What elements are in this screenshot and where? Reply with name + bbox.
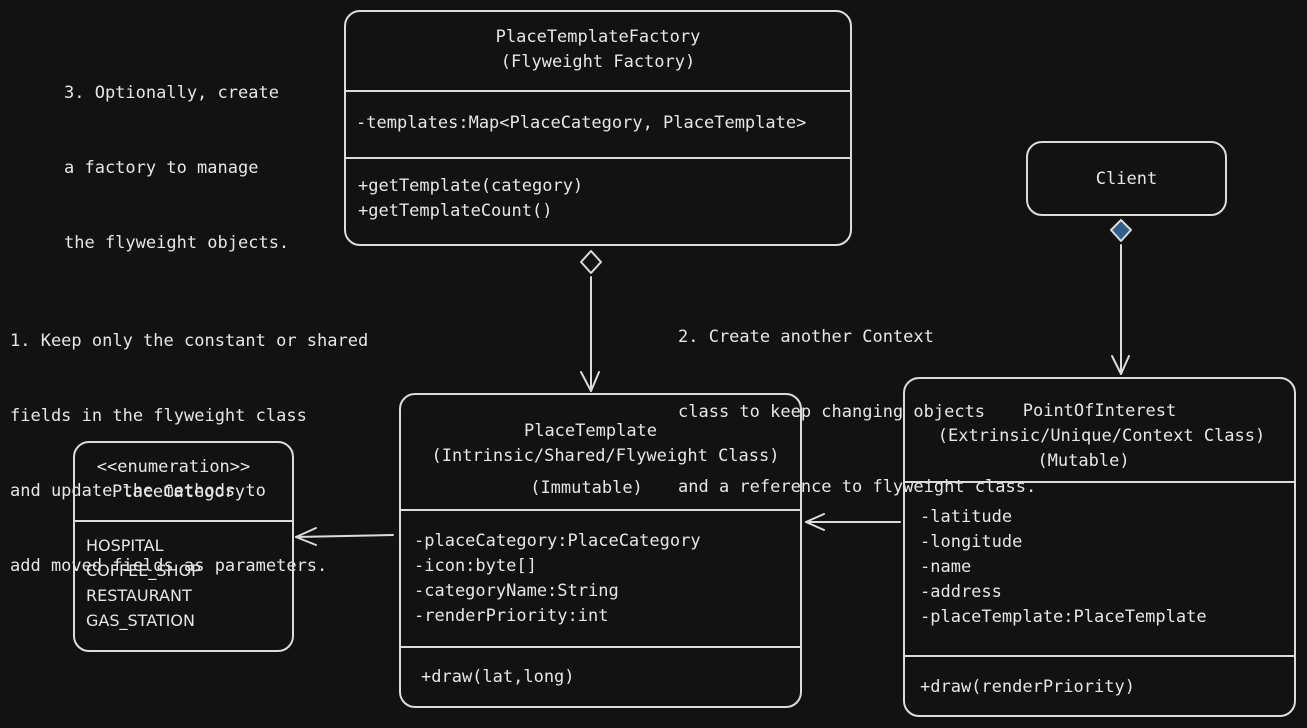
template-separator-1 — [401, 509, 800, 511]
note-line: 1. Keep only the constant or shared — [10, 331, 369, 351]
poi-attribute: -name — [920, 557, 972, 577]
note-line: 2. Create another Context — [678, 327, 934, 347]
category-stereotype: <<enumeration>> — [96, 457, 251, 477]
template-attribute: -icon:byte[] — [414, 556, 537, 576]
category-value: RESTAURANT — [86, 586, 192, 605]
factory-attribute: -templates:Map<PlaceCategory, PlaceTempl… — [356, 113, 807, 133]
association-arrowhead-icon — [805, 513, 825, 531]
composition-diamond-icon — [1110, 219, 1132, 242]
note-line: the flyweight objects. — [64, 233, 290, 253]
client-class-name: Client — [1095, 169, 1158, 189]
note-line: add moved fields as parameters. — [10, 556, 328, 576]
note-line: class to keep changing objects — [678, 402, 986, 422]
factory-separator-1 — [346, 90, 850, 92]
category-enum-name: PlaceCategory — [111, 482, 246, 502]
poi-stereotype: (Extrinsic/Unique/Context Class) — [937, 426, 1266, 446]
aggregation-arrowhead-icon — [580, 371, 600, 392]
poi-attribute: -latitude — [920, 507, 1013, 527]
poi-separator-2 — [905, 655, 1294, 657]
note-optional-factory: 3. Optionally, create a factory to manag… — [64, 31, 289, 281]
template-attribute: -placeCategory:PlaceCategory — [414, 531, 701, 551]
category-enum-box[interactable]: <<enumeration>> PlaceCategory HOSPITAL C… — [73, 441, 294, 652]
template-method: +draw(lat,long) — [421, 667, 575, 687]
poi-template-association — [805, 513, 901, 531]
factory-class-name: PlaceTemplateFactory — [495, 27, 701, 47]
factory-class-box[interactable]: PlaceTemplateFactory (Flyweight Factory)… — [344, 10, 852, 246]
note-shared-fields: 1. Keep only the constant or shared fiel… — [10, 279, 368, 604]
note-line: a factory to manage — [64, 158, 259, 178]
note-line: and update the methods to — [10, 481, 266, 501]
template-stereotype: (Intrinsic/Shared/Flyweight Class) — [431, 446, 780, 466]
composition-connector — [1110, 219, 1132, 375]
category-separator — [75, 520, 292, 522]
template-modifier: (Immutable) — [530, 478, 643, 498]
aggregation-connector — [580, 250, 602, 392]
template-attribute: -renderPriority:int — [414, 606, 609, 626]
category-value: COFFEE_SHOP — [86, 561, 201, 580]
client-class-box[interactable]: Client — [1026, 141, 1227, 216]
factory-stereotype: (Flyweight Factory) — [500, 52, 696, 72]
poi-attribute: -address — [920, 582, 1002, 602]
composition-arrowhead-icon — [1111, 355, 1130, 375]
category-value: GAS_STATION — [86, 611, 195, 630]
template-class-box[interactable]: PlaceTemplate (Intrinsic/Shared/Flyweigh… — [399, 393, 802, 708]
association-arrowhead-icon — [295, 527, 317, 546]
poi-modifier: (Mutable) — [1037, 451, 1130, 471]
template-class-name: PlaceTemplate — [523, 421, 658, 441]
category-value: HOSPITAL — [86, 536, 164, 555]
factory-method: +getTemplateCount() — [358, 201, 553, 221]
template-category-association — [295, 527, 394, 546]
association-line — [295, 534, 394, 538]
poi-method: +draw(renderPriority) — [920, 677, 1135, 697]
aggregation-diamond-icon — [580, 250, 602, 274]
note-line: 3. Optionally, create — [64, 83, 279, 103]
poi-attribute: -placeTemplate:PlaceTemplate — [920, 607, 1207, 627]
template-separator-2 — [401, 646, 800, 648]
poi-class-box[interactable]: PointOfInterest (Extrinsic/Unique/Contex… — [903, 377, 1296, 717]
factory-separator-2 — [346, 157, 850, 159]
poi-separator-1 — [905, 481, 1294, 483]
note-line: fields in the flyweight class — [10, 406, 307, 426]
poi-class-name: PointOfInterest — [1022, 401, 1177, 421]
template-attribute: -categoryName:String — [414, 581, 619, 601]
poi-attribute: -longitude — [920, 532, 1023, 552]
factory-method: +getTemplate(category) — [358, 176, 584, 196]
